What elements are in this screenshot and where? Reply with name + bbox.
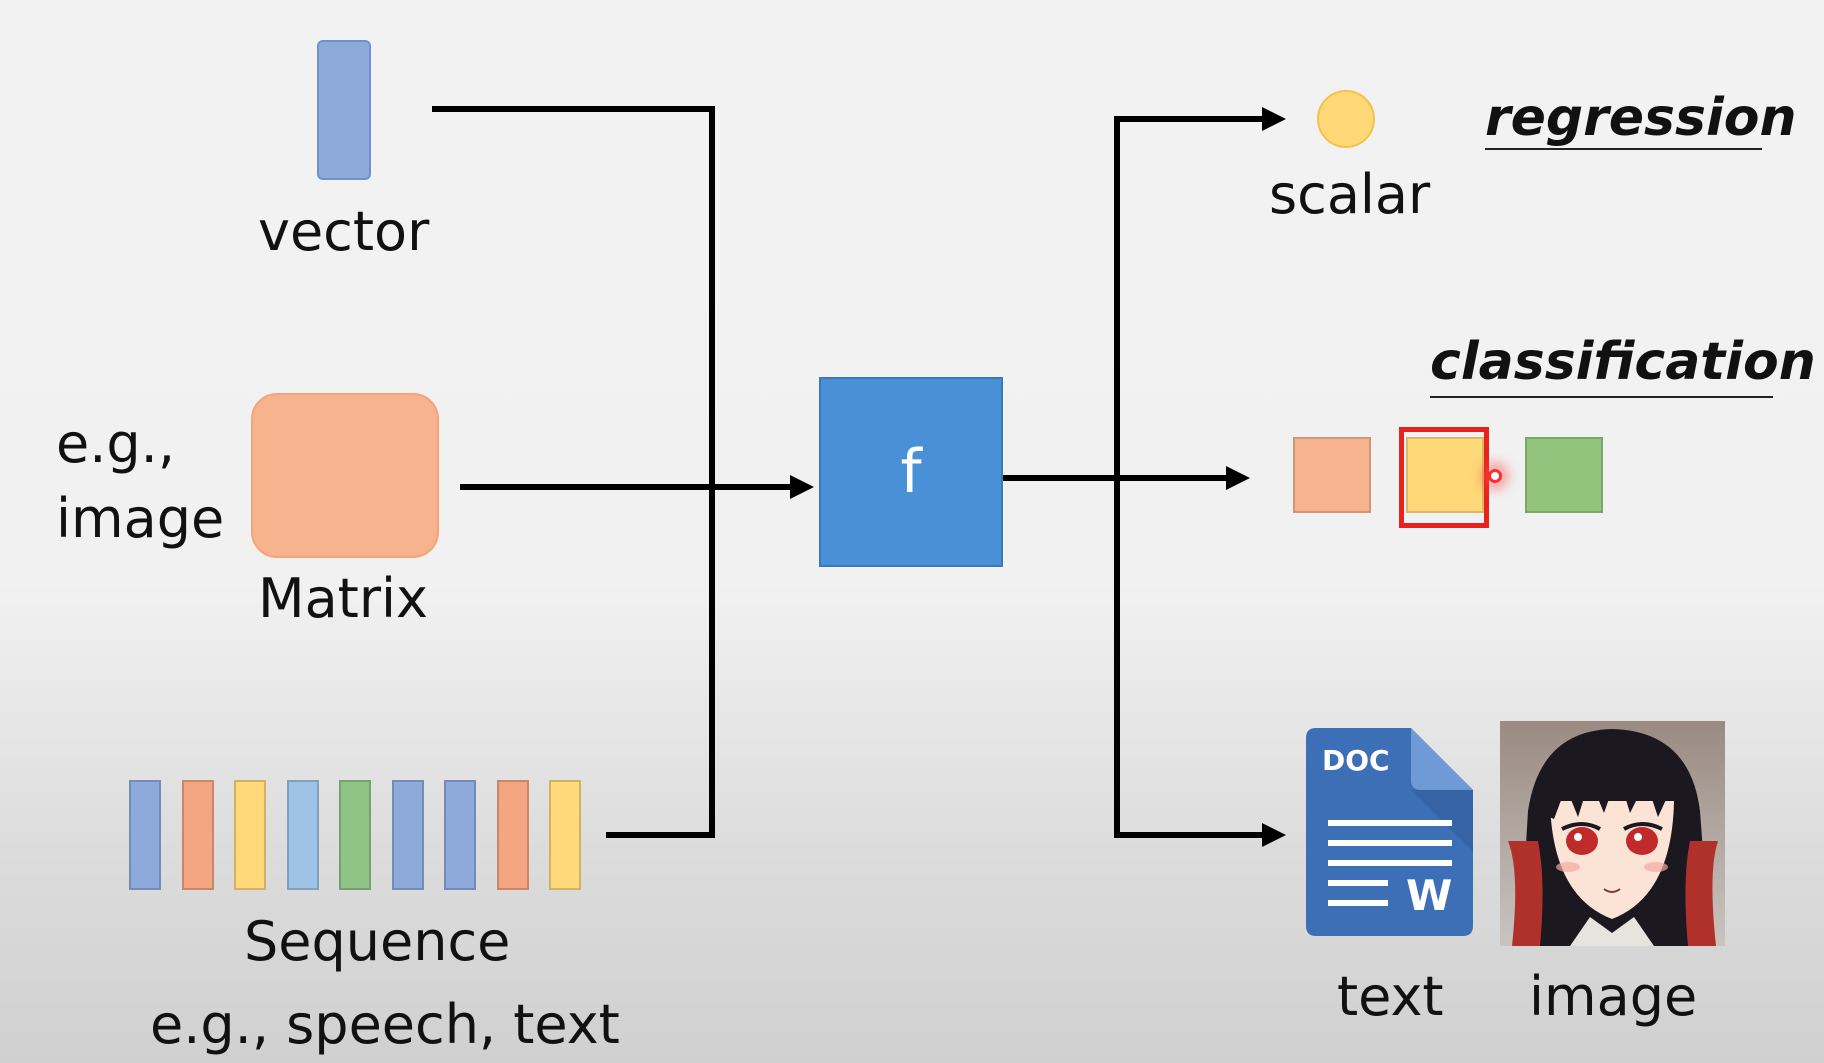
input-arrowhead <box>790 475 814 499</box>
doc-icon-text: DOC <box>1322 744 1390 777</box>
sequence-bar <box>391 780 424 890</box>
selected-class-highlight <box>1399 427 1489 528</box>
cursor-pointer-icon <box>1488 469 1502 483</box>
regression-connector <box>1114 116 1266 122</box>
vector-shape <box>317 40 371 180</box>
anime-portrait-image <box>1500 721 1725 946</box>
text-output-label: text <box>1337 965 1444 1028</box>
function-box: f <box>819 377 1003 567</box>
scalar-label: scalar <box>1269 163 1431 226</box>
matrix-example-line1: e.g., <box>56 412 175 475</box>
generation-connector <box>1114 832 1266 838</box>
sequence-bar <box>496 780 529 890</box>
class-square <box>1406 437 1484 513</box>
vector-label: vector <box>258 200 430 263</box>
sequence-bar <box>234 780 266 890</box>
doc-icon-letter: W <box>1406 871 1452 920</box>
sequence-label: Sequence <box>244 910 511 973</box>
sequence-example: e.g., speech, text <box>150 993 620 1056</box>
matrix-shape <box>251 393 439 558</box>
class-square <box>1525 437 1603 513</box>
generation-arrowhead <box>1262 823 1286 847</box>
sequence-bar <box>444 780 476 890</box>
vector-connector <box>432 106 715 112</box>
image-output-label: image <box>1529 965 1698 1028</box>
doc-icon: DOC W <box>1306 728 1473 936</box>
regression-title: regression <box>1485 88 1797 148</box>
output-bus-vertical <box>1114 116 1120 838</box>
class-square <box>1293 437 1371 513</box>
matrix-connector <box>460 484 796 490</box>
matrix-example-line2: image <box>56 487 225 550</box>
scalar-dot <box>1317 90 1375 148</box>
sequence-bar <box>339 780 371 890</box>
sequence-bar <box>129 780 161 890</box>
sequence-bar <box>181 780 214 890</box>
sequence-bar <box>549 780 581 890</box>
sequence-bar <box>286 780 319 890</box>
classification-title: classification <box>1430 332 1816 392</box>
regression-underline <box>1485 148 1762 150</box>
function-label: f <box>900 437 922 507</box>
sequence-connector <box>606 832 715 838</box>
matrix-label: Matrix <box>258 567 429 630</box>
classification-arrowhead <box>1226 466 1250 490</box>
classification-underline <box>1430 396 1773 398</box>
regression-arrowhead <box>1262 107 1286 131</box>
input-bus-vertical <box>709 106 715 838</box>
